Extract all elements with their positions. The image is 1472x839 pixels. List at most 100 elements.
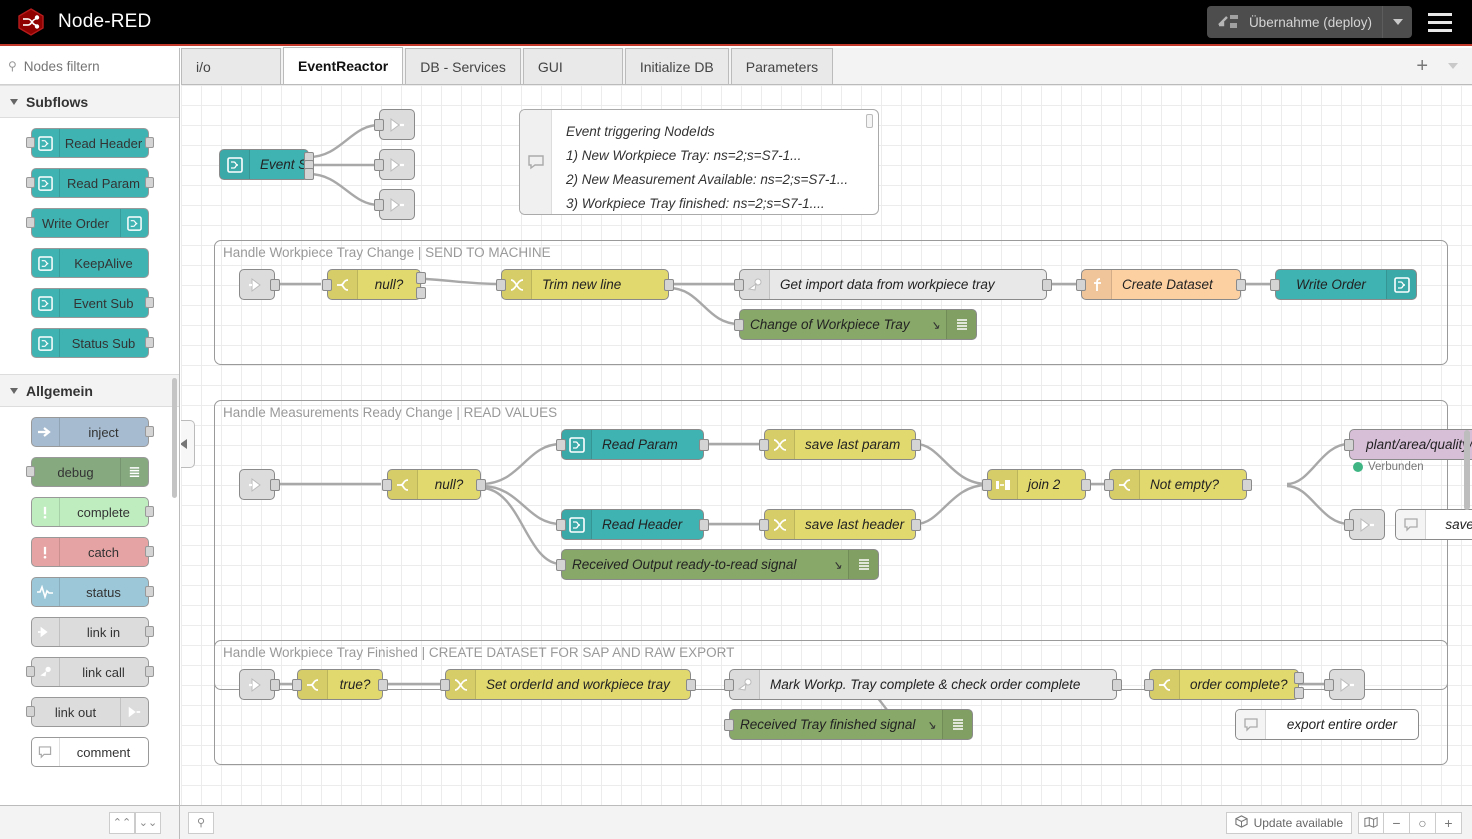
canvas-search-button[interactable]: ⚲ bbox=[188, 811, 214, 834]
palette-node-status[interactable]: status bbox=[30, 577, 154, 607]
tab-gui[interactable]: GUI bbox=[522, 48, 623, 84]
node-subflow-write-order[interactable]: Write Order bbox=[1270, 269, 1417, 300]
node-port-in[interactable] bbox=[496, 279, 506, 291]
main-menu-button[interactable] bbox=[1418, 0, 1462, 45]
node-port-out[interactable] bbox=[1242, 479, 1252, 491]
navigator-toggle-button[interactable] bbox=[1358, 811, 1384, 834]
node-switch-not-empty[interactable]: Not empty? bbox=[1104, 469, 1252, 500]
node-subflow-read-param[interactable]: Read Param bbox=[556, 429, 709, 460]
node-mqtt-out[interactable]: plant/area/quality/1411005/raw bbox=[1344, 429, 1472, 460]
node-debug-received-output-signal[interactable]: Received Output ready-to-read signal ↘ bbox=[556, 549, 879, 580]
node-port-out[interactable] bbox=[378, 679, 388, 691]
node-port-out[interactable] bbox=[304, 168, 314, 180]
node-port-in[interactable] bbox=[556, 439, 566, 451]
canvas-scrollbar[interactable] bbox=[1464, 430, 1470, 510]
node-port-in[interactable] bbox=[1344, 439, 1354, 451]
node-port-in[interactable] bbox=[759, 439, 769, 451]
node-port-out[interactable] bbox=[699, 519, 709, 531]
palette-node-debug[interactable]: debug bbox=[25, 457, 149, 487]
node-port-in[interactable] bbox=[25, 137, 35, 148]
palette-node-inject[interactable]: inject bbox=[30, 417, 154, 447]
node-port-in[interactable] bbox=[1104, 479, 1114, 491]
collapse-all-button[interactable]: ⌃⌃ bbox=[109, 811, 135, 834]
palette-node-write-order[interactable]: Write Order bbox=[25, 208, 149, 238]
node-port-out[interactable] bbox=[686, 679, 696, 691]
node-port-in[interactable] bbox=[382, 479, 392, 491]
node-port-in[interactable] bbox=[1144, 679, 1154, 691]
node-port-in[interactable] bbox=[322, 279, 332, 291]
node-port-in[interactable] bbox=[440, 679, 450, 691]
node-port-in[interactable] bbox=[25, 666, 35, 677]
palette-node-catch[interactable]: catch bbox=[30, 537, 154, 567]
node-port-in[interactable] bbox=[1344, 519, 1354, 531]
node-change-set-orderid[interactable]: Set orderId and workpiece tray bbox=[440, 669, 696, 700]
node-comment-event-ids[interactable]: Event triggering NodeIds 1) New Workpiec… bbox=[519, 109, 879, 215]
node-event-sub[interactable]: Event Sub bbox=[219, 149, 314, 180]
node-switch-order-complete[interactable]: order complete? bbox=[1144, 669, 1304, 700]
node-port-out[interactable] bbox=[144, 297, 154, 308]
node-port-in[interactable] bbox=[374, 119, 384, 131]
node-change-save-last-header[interactable]: save last header bbox=[759, 509, 921, 540]
flow-canvas[interactable]: Event Sub Event triggering NodeIds 1) Ne… bbox=[181, 85, 1472, 805]
node-port-in[interactable] bbox=[25, 217, 35, 228]
deploy-button[interactable]: Übernahme (deploy) bbox=[1206, 6, 1412, 38]
node-link-call-mark-tray-complete[interactable]: Mark Workp. Tray complete & check order … bbox=[724, 669, 1122, 700]
node-switch-true[interactable]: true? bbox=[292, 669, 388, 700]
tab-parameters[interactable]: Parameters bbox=[730, 48, 834, 84]
update-available-button[interactable]: Update available bbox=[1225, 811, 1352, 834]
node-port-out[interactable] bbox=[144, 666, 154, 677]
node-port-in[interactable] bbox=[556, 519, 566, 531]
node-port-out[interactable] bbox=[416, 287, 426, 299]
node-link-out[interactable] bbox=[374, 189, 415, 220]
deploy-options-button[interactable] bbox=[1382, 6, 1412, 38]
group-workpiece-tray-finished[interactable]: Handle Workpiece Tray Finished | CREATE … bbox=[214, 640, 1448, 765]
node-port-in[interactable] bbox=[374, 159, 384, 171]
node-port-in[interactable] bbox=[734, 279, 744, 291]
node-comment-export-entire-order[interactable]: export entire order bbox=[1235, 709, 1419, 740]
node-port-out[interactable] bbox=[416, 272, 426, 284]
node-debug-received-tray-finished[interactable]: Received Tray finished signal ↘ bbox=[724, 709, 973, 740]
node-debug-change-of-workpiece-tray[interactable]: Change of Workpiece Tray ↘ bbox=[734, 309, 977, 340]
node-port-in[interactable] bbox=[724, 679, 734, 691]
zoom-out-button[interactable]: − bbox=[1384, 811, 1410, 834]
node-port-in[interactable] bbox=[982, 479, 992, 491]
node-port-out[interactable] bbox=[144, 426, 154, 437]
palette-node-event-sub[interactable]: Event Sub bbox=[30, 288, 154, 318]
node-port-in[interactable] bbox=[724, 719, 734, 731]
node-port-out[interactable] bbox=[144, 337, 154, 348]
tab-eventreactor[interactable]: EventReactor bbox=[283, 47, 404, 84]
node-link-in[interactable] bbox=[239, 469, 280, 500]
add-flow-button[interactable]: + bbox=[1416, 55, 1428, 77]
node-port-out[interactable] bbox=[1081, 479, 1091, 491]
palette-node-link-in[interactable]: link in bbox=[30, 617, 154, 647]
node-port-out[interactable] bbox=[270, 279, 280, 291]
palette-node-read-param[interactable]: Read Param bbox=[25, 168, 154, 198]
resize-grip[interactable] bbox=[866, 114, 873, 128]
node-port-in[interactable] bbox=[1076, 279, 1086, 291]
node-link-out[interactable] bbox=[1324, 669, 1365, 700]
expand-all-button[interactable]: ⌄⌄ bbox=[135, 811, 161, 834]
palette-collapse-handle[interactable] bbox=[181, 420, 195, 468]
node-switch-null-2[interactable]: null? bbox=[382, 469, 486, 500]
node-port-out[interactable] bbox=[144, 506, 154, 517]
group-workpiece-tray-change[interactable]: Handle Workpiece Tray Change | SEND TO M… bbox=[214, 240, 1448, 365]
node-port-out[interactable] bbox=[1112, 679, 1122, 691]
node-port-out[interactable] bbox=[144, 177, 154, 188]
chevron-down-icon[interactable] bbox=[1448, 63, 1458, 69]
palette-node-status-sub[interactable]: Status Sub bbox=[30, 328, 154, 358]
node-port-out[interactable] bbox=[699, 439, 709, 451]
palette-node-read-header[interactable]: Read Header bbox=[25, 128, 154, 158]
node-port-out[interactable] bbox=[911, 519, 921, 531]
node-port-in[interactable] bbox=[25, 466, 35, 477]
tab-initialize-db[interactable]: Initialize DB bbox=[624, 48, 729, 84]
node-port-in[interactable] bbox=[374, 199, 384, 211]
palette-search[interactable]: ⚲ bbox=[0, 48, 179, 85]
palette-node-keepalive[interactable]: KeepAlive bbox=[30, 248, 149, 278]
node-port-out[interactable] bbox=[1294, 672, 1304, 684]
palette-node-link-call[interactable]: link call bbox=[25, 657, 154, 687]
node-switch-null[interactable]: null? bbox=[322, 269, 426, 300]
palette-scrollbar[interactable] bbox=[172, 378, 177, 498]
node-link-out[interactable] bbox=[374, 149, 415, 180]
tab-db-services[interactable]: DB - Services bbox=[405, 48, 521, 84]
node-port-in[interactable] bbox=[734, 319, 744, 331]
